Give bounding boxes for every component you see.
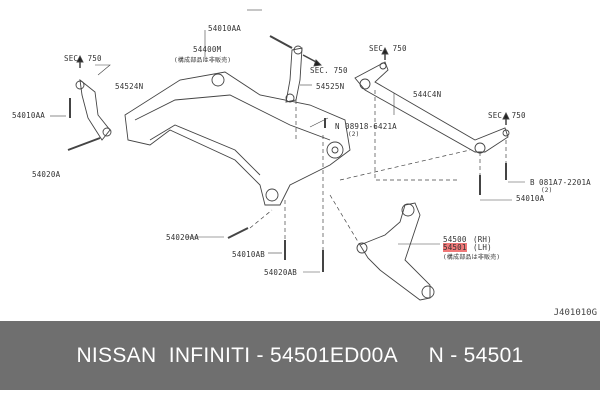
label-sec750-mid: SEC. 750 — [310, 66, 348, 75]
part-number: 54501ED00A — [269, 343, 398, 367]
label-54010A: 54010A — [516, 194, 545, 203]
label-54010AA-top: 54010AA — [208, 24, 242, 33]
figure-code: J401010G — [553, 308, 597, 318]
brand-text: NISSAN INFINITI — [76, 343, 251, 367]
gap — [398, 344, 429, 368]
label-54400M: 54400M — [193, 45, 222, 54]
label-081A7-qty: (2) — [541, 187, 553, 194]
label-54524N: 54524N — [115, 82, 144, 91]
label-54525N: 54525N — [316, 82, 345, 91]
label-081A7-2201A: 081A7-2201A — [539, 178, 591, 187]
circle-n-icon: N — [335, 122, 340, 131]
short-code: N - 54501 — [428, 343, 524, 367]
label-54400M-note: (構成部品は非販売) — [174, 57, 232, 64]
label-54010AB: 54010AB — [232, 250, 266, 259]
label-54020AA: 54020AA — [166, 233, 200, 242]
label-544C4N: 544C4N — [413, 90, 442, 99]
separator: - — [250, 343, 270, 367]
label-08918-qty: (2) — [348, 131, 360, 138]
link-54524N — [79, 78, 111, 141]
label-08918-6421A: 08918-6421A — [345, 122, 397, 131]
label-54020AB: 54020AB — [264, 268, 298, 277]
control-arm-54501 — [359, 202, 431, 301]
label-54501-highlighted: 54501 — [443, 243, 467, 252]
label-54501-side: (LH) — [473, 243, 492, 252]
label-sec750-top-right: SEC. 750 — [369, 44, 407, 53]
parts-diagram — [50, 9, 525, 301]
label-54501-note: (構成部品は非販売) — [443, 254, 501, 261]
label-54500: 54500 — [443, 235, 467, 244]
label-54500-side: (RH) — [473, 235, 492, 244]
label-sec750-right: SEC. 750 — [488, 111, 526, 120]
subframe-54400M — [124, 71, 351, 206]
label-sec750-left: SEC. 750 — [64, 54, 102, 63]
circle-b-icon: B — [530, 178, 535, 187]
label-54010AA-left: 54010AA — [12, 111, 46, 120]
label-54020A: 54020A — [32, 170, 61, 179]
crossbar-544C4N — [354, 61, 509, 153]
part-banner: NISSAN INFINITI - 54501ED00A N - 54501 — [0, 321, 600, 390]
